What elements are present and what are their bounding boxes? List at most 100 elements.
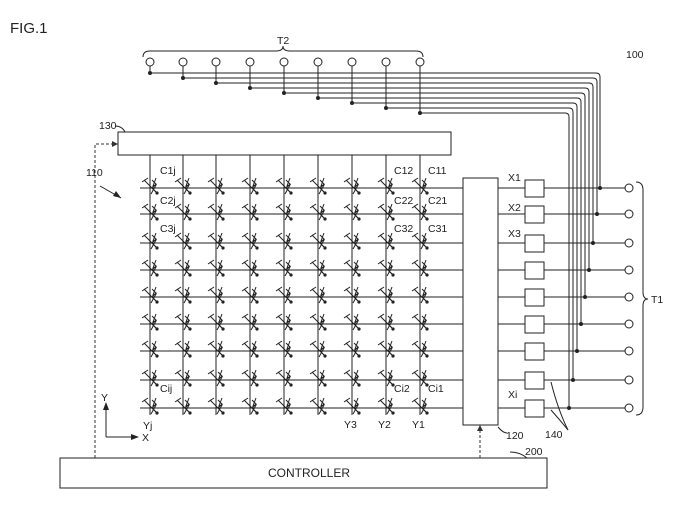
- cell-label-c3j: C3j: [160, 223, 176, 235]
- cell-element: [241, 397, 259, 415]
- leader-140b: [550, 409, 569, 431]
- terminal-t1: [624, 375, 634, 385]
- terminal-t2: [145, 57, 155, 67]
- terminal-t1-label: T1: [651, 294, 663, 306]
- terminal-t1: [624, 292, 634, 302]
- terminal-t2: [415, 57, 425, 67]
- cell-element: [141, 177, 159, 195]
- junction-dot: [181, 76, 185, 80]
- bus-line: [318, 97, 582, 324]
- cell-element: [275, 203, 293, 221]
- cell-element: [309, 397, 327, 415]
- cell-label-c2j: C2j: [160, 195, 176, 207]
- cell-element: [377, 286, 395, 304]
- cell-element: [309, 177, 327, 195]
- cell-element: [174, 313, 192, 331]
- cell-element: [343, 286, 361, 304]
- cell-element: [174, 286, 192, 304]
- cell-element: [275, 397, 293, 415]
- buffer-box: [524, 234, 545, 253]
- terminal-t1: [624, 265, 634, 275]
- cell-label-ci1: Ci1: [428, 383, 444, 395]
- cell-element: [207, 286, 225, 304]
- col-label-yj: Yj: [143, 420, 152, 432]
- junction-dot: [282, 91, 286, 95]
- cell-element: [174, 397, 192, 415]
- cell-element: [309, 259, 327, 277]
- cell-label-c31: C31: [428, 223, 447, 235]
- cell-label-c22: C22: [394, 195, 413, 207]
- figure-label: FIG.1: [10, 20, 48, 37]
- terminal-t2: [313, 57, 323, 67]
- cell-element: [309, 203, 327, 221]
- cell-element: [141, 259, 159, 277]
- bus-line: [216, 82, 594, 243]
- cell-element: [241, 177, 259, 195]
- cell-element: [377, 313, 395, 331]
- axis-label-y: Y: [101, 392, 108, 404]
- cell-element: [377, 259, 395, 277]
- bus-line: [386, 107, 574, 380]
- cell-element: [275, 259, 293, 277]
- cell-element: [141, 232, 159, 250]
- ref-120: 120: [506, 430, 524, 442]
- terminal-t1: [624, 209, 634, 219]
- terminal-t2: [279, 57, 289, 67]
- ref-130: 130: [99, 120, 117, 132]
- cell-element: [275, 232, 293, 250]
- bus-line: [352, 102, 578, 351]
- cell-element: [141, 203, 159, 221]
- cell-element: [174, 177, 192, 195]
- bus-line: [150, 72, 601, 188]
- cell-element: [411, 259, 429, 277]
- cell-label-c1j: C1j: [160, 165, 176, 177]
- cell-label-ci2: Ci2: [394, 383, 410, 395]
- cell-element: [309, 286, 327, 304]
- t1-brace: [635, 181, 649, 416]
- cell-element: [411, 397, 429, 415]
- buffer-box: [524, 315, 545, 334]
- col-label-y3: Y3: [344, 419, 357, 431]
- row-label-x3: X3: [508, 228, 521, 240]
- cell-label-c21: C21: [428, 195, 447, 207]
- cell-element: [343, 369, 361, 387]
- cell-element: [207, 177, 225, 195]
- cell-element: [207, 369, 225, 387]
- cell-element: [377, 340, 395, 358]
- ref-110: 110: [86, 167, 103, 179]
- cell-element: [174, 369, 192, 387]
- cell-element: [241, 203, 259, 221]
- cell-element: [377, 232, 395, 250]
- terminal-t1: [624, 183, 634, 193]
- bus-line: [284, 92, 586, 297]
- terminal-t2: [381, 57, 391, 67]
- junction-dot: [384, 106, 388, 110]
- cell-element: [141, 340, 159, 358]
- cell-element: [343, 313, 361, 331]
- cell-element: [207, 313, 225, 331]
- cell-element: [141, 286, 159, 304]
- cell-element: [411, 286, 429, 304]
- buffer-box: [524, 288, 545, 307]
- controller-block: [59, 457, 548, 489]
- cell-element: [275, 313, 293, 331]
- cell-element: [411, 177, 429, 195]
- terminal-t2: [347, 57, 357, 67]
- bus-line: [183, 77, 598, 214]
- terminal-t2-label: T2: [277, 35, 289, 47]
- x-axis-head: [131, 434, 139, 440]
- arrow-head-130: [112, 141, 118, 147]
- cell-element: [207, 232, 225, 250]
- buffer-box: [524, 205, 545, 224]
- y-axis-head: [103, 402, 109, 410]
- leader-120: [497, 426, 508, 434]
- cell-element: [309, 313, 327, 331]
- ref-140: 140: [545, 429, 563, 441]
- cell-element: [309, 232, 327, 250]
- cell-element: [174, 232, 192, 250]
- buffer-box: [524, 371, 545, 390]
- bus-line: [420, 112, 570, 408]
- junction-dot: [248, 86, 252, 90]
- terminal-layer: [145, 57, 634, 413]
